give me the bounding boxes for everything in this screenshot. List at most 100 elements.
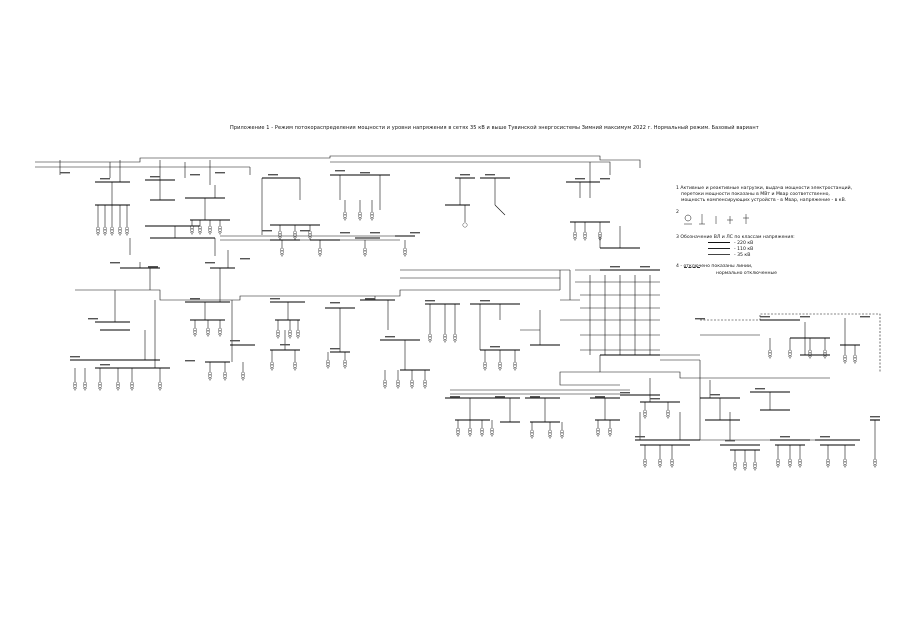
transformer-icon — [443, 333, 447, 338]
load-arrow-icon — [853, 360, 857, 364]
transformer-icon — [326, 362, 330, 366]
value-label-placeholder — [620, 392, 630, 394]
load-arrow-icon — [743, 467, 747, 471]
transformer-icon — [370, 211, 374, 216]
legend-item-3: 3 Обозначение ВЛ и ЛС по классам напряже… — [676, 234, 795, 240]
transformer-icon — [423, 382, 427, 386]
value-label-placeholder — [780, 436, 790, 438]
value-label-placeholder — [640, 266, 650, 268]
transformer-icon — [733, 461, 737, 466]
line-segment — [700, 313, 881, 372]
transformer-icon — [530, 429, 534, 434]
transformer-icon — [826, 458, 830, 463]
load-arrow-icon — [326, 365, 330, 369]
transformer-icon — [193, 330, 197, 334]
transformer-icon — [768, 352, 772, 356]
transformer-icon — [483, 361, 487, 366]
load-arrow-icon — [103, 232, 107, 236]
load-arrow-icon — [280, 253, 284, 257]
transformer-icon — [560, 432, 564, 436]
load-arrow-icon — [798, 464, 802, 468]
transformer-icon — [396, 382, 400, 386]
load-arrow-icon — [583, 237, 587, 241]
load-arrow-icon — [573, 237, 577, 241]
value-label-placeholder — [330, 302, 340, 304]
load-arrow-icon — [190, 231, 194, 235]
transformer-icon — [116, 381, 120, 386]
transformer-icon — [798, 458, 802, 463]
transformer-icon — [468, 430, 472, 434]
value-label-placeholder — [575, 178, 585, 180]
transformer-icon — [241, 371, 245, 376]
transformer-icon — [843, 461, 847, 465]
transformer-icon — [280, 250, 284, 254]
transformer-icon — [118, 229, 122, 233]
transformer-icon — [318, 250, 322, 254]
transformer-icon — [308, 233, 312, 237]
transformer-icon — [643, 461, 647, 465]
transformer-icon — [383, 382, 387, 386]
load-arrow-icon — [396, 385, 400, 389]
transformer-icon — [218, 330, 222, 334]
value-label-placeholder — [695, 318, 705, 320]
load-arrow-icon — [666, 415, 670, 419]
transformer-icon — [480, 430, 484, 434]
transformer-icon — [270, 364, 274, 368]
value-label-placeholder — [150, 176, 160, 178]
transformer-icon — [658, 458, 662, 463]
transformer-icon — [158, 381, 162, 386]
line-segment — [35, 155, 641, 168]
value-label-placeholder — [485, 174, 495, 176]
transformer-icon — [296, 332, 300, 336]
load-arrow-icon — [318, 253, 322, 257]
value-label-placeholder — [710, 394, 720, 396]
load-arrow-icon — [608, 433, 612, 437]
transformer-icon — [776, 458, 780, 463]
value-label-placeholder — [725, 440, 735, 442]
value-label-placeholder — [530, 396, 540, 398]
value-label-placeholder — [60, 172, 70, 174]
value-label-placeholder — [190, 298, 200, 300]
transformer-icon — [280, 247, 284, 252]
line-segment — [75, 289, 560, 301]
transformer-icon — [326, 359, 330, 364]
load-arrow-icon — [198, 231, 202, 235]
load-arrow-icon — [670, 464, 674, 468]
load-arrow-icon — [823, 355, 827, 359]
load-arrow-icon — [118, 232, 122, 236]
transformer-icon — [318, 247, 322, 252]
transformer-icon — [530, 432, 534, 436]
transformer-icon — [843, 357, 847, 361]
transformer-icon — [608, 430, 612, 434]
transformer-icon — [206, 330, 210, 334]
transformer-icon — [343, 359, 347, 364]
transformer-icon — [548, 429, 552, 434]
transformer-icon — [296, 329, 300, 334]
value-label-placeholder — [110, 262, 120, 264]
transformer-icon — [843, 354, 847, 359]
load-arrow-icon — [73, 387, 77, 391]
load-arrow-icon — [498, 367, 502, 371]
load-arrow-icon — [293, 367, 297, 371]
transformer-icon — [410, 382, 414, 386]
load-arrow-icon — [116, 387, 120, 391]
transformer-icon — [198, 228, 202, 232]
load-arrow-icon — [480, 433, 484, 437]
transformer-icon — [480, 427, 484, 432]
transformer-icon — [403, 250, 407, 254]
transformer-icon — [73, 381, 77, 386]
line-110-icon — [708, 248, 730, 250]
transformer-icon — [110, 229, 114, 233]
load-arrow-icon — [826, 464, 830, 468]
value-label-placeholder — [425, 300, 435, 302]
value-label-placeholder — [262, 230, 272, 232]
transformer-icon — [843, 458, 847, 463]
transformer-icon — [103, 229, 107, 233]
transformer-icon — [583, 234, 587, 238]
transformer-icon — [513, 361, 517, 366]
transformer-icon — [423, 379, 427, 384]
transformer-icon — [343, 362, 347, 366]
transformer-icon — [98, 381, 102, 386]
load-arrow-icon — [288, 335, 292, 339]
transformer-icon — [670, 458, 674, 463]
